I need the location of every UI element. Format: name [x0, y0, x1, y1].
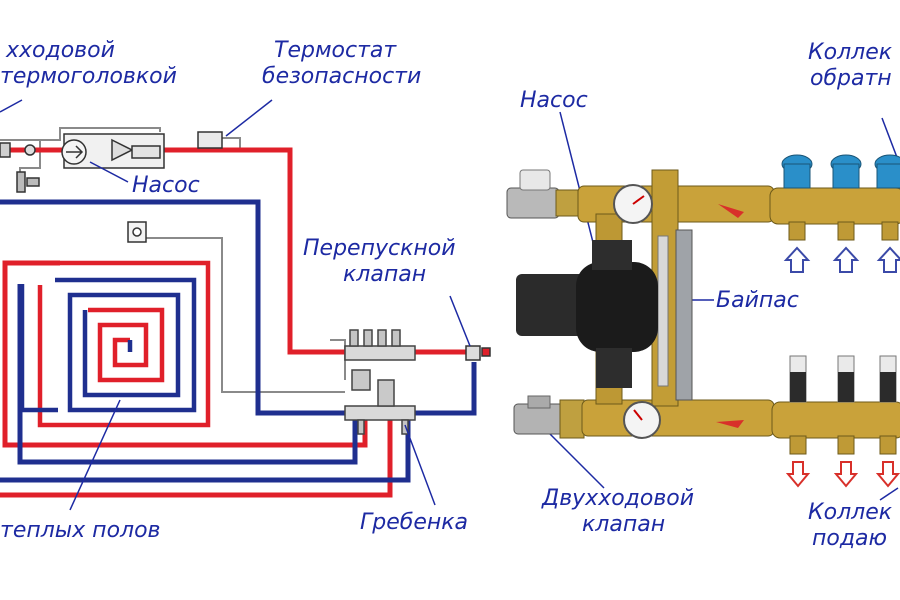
top-gauge: [613, 184, 653, 224]
label-bypass-valve: Перепускной клапан: [303, 236, 456, 288]
safety-thermostat-symbol: [197, 131, 223, 149]
manifold-symbol: [344, 329, 416, 435]
label-two-way-valve-line2: клапан: [582, 512, 666, 537]
label-safety-thermostat-line1: Термостат: [274, 38, 397, 63]
label-pump-right-text: Насос: [520, 88, 588, 113]
label-safety-thermostat: Термостат безопасности: [262, 38, 421, 90]
label-bypass-valve-line1: Перепускной: [303, 236, 456, 261]
pump-body: [516, 240, 658, 388]
label-two-way-valve: Двухходовой клапан: [542, 486, 694, 538]
label-valve-thermohead-line1: хходовой: [6, 38, 115, 63]
floor-heating-spiral: [19, 260, 211, 428]
label-floor-loops: теплых полов: [0, 518, 161, 544]
label-bypass-valve-line2: клапан: [343, 262, 427, 287]
bottom-inlet-fitting: [513, 395, 585, 439]
bottom-gauge: [623, 401, 661, 439]
room-thermostat-symbol: [127, 221, 147, 243]
label-collector-return-line2: обратн: [810, 66, 892, 91]
label-collector-supply-line2: подаю: [812, 526, 888, 551]
label-collector-return: Коллек обратн: [808, 40, 892, 92]
valve-thermohead-symbol: [0, 142, 40, 193]
bypass-valve-symbol: [465, 345, 491, 361]
label-collector-supply: Коллек подаю: [808, 500, 892, 552]
ball-valve-handles: [716, 204, 744, 428]
top-inlet-fitting: [506, 169, 579, 219]
return-caps: [781, 154, 900, 189]
control-wires: [0, 127, 346, 393]
left-leader-lines: [0, 99, 471, 511]
label-bypass-text: Байпас: [716, 288, 799, 313]
pump-symbol: [61, 133, 165, 169]
label-manifold-left: Гребенка: [360, 510, 468, 536]
label-collector-supply-line1: Коллек: [808, 500, 893, 525]
label-pump-left-text: Насос: [132, 173, 200, 198]
label-collector-return-line1: Коллек: [808, 40, 893, 65]
label-pump-left: Насос: [132, 173, 200, 199]
return-outlets: [788, 221, 899, 241]
left-schematic: [0, 99, 491, 511]
bypass-bar-inner: [657, 235, 669, 387]
flow-meters: [789, 355, 897, 403]
label-manifold-left-text: Гребенка: [360, 510, 469, 535]
label-pump-right: Насос: [520, 88, 588, 114]
supply-outlets: [789, 435, 897, 455]
return-arrows: [783, 246, 900, 273]
right-assembly: [506, 111, 900, 501]
label-safety-thermostat-line2: безопасности: [262, 64, 422, 89]
label-valve-thermohead: хходовой термоголовкой: [0, 38, 218, 90]
label-valve-thermohead-line2: термоголовкой: [0, 64, 177, 89]
bypass-bar: [675, 229, 693, 401]
label-two-way-valve-line1: Двухходовой: [542, 486, 695, 511]
label-floor-loops-text: теплых полов: [0, 518, 161, 543]
supply-arrows: [785, 461, 900, 488]
supply-collector: [771, 355, 900, 488]
return-collector: [769, 154, 900, 273]
label-bypass: Байпас: [716, 288, 799, 314]
